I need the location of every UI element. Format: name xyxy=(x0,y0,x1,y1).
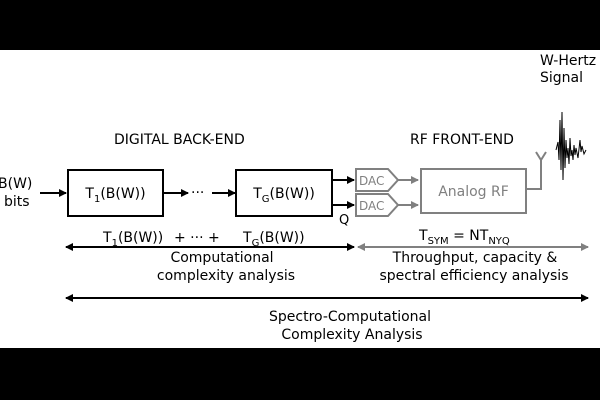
rf-frontend-heading: RF FRONT-END xyxy=(410,132,514,148)
dots-label: ··· xyxy=(191,185,204,201)
bottom-letterbox xyxy=(0,348,600,400)
signal-label-line1: W-Hertz xyxy=(540,53,596,69)
top-letterbox xyxy=(0,0,600,50)
signal-waveform xyxy=(555,111,587,181)
antenna-icon xyxy=(535,151,547,162)
spectro-label-line1: Spectro-Computational xyxy=(269,309,431,325)
computational-label-line2: complexity analysis xyxy=(157,268,295,284)
dac-lower-label: DAC xyxy=(359,199,384,213)
spectro-label-line2: Complexity Analysis xyxy=(281,327,422,343)
analog-rf-label: Analog RF xyxy=(438,184,509,200)
digital-backend-heading: DIGITAL BACK-END xyxy=(114,132,245,148)
t1-block-label: T1(B(W)) xyxy=(84,186,145,205)
input-label-line2: bits xyxy=(4,194,30,210)
throughput-label-line1: Throughput, capacity & xyxy=(392,250,558,266)
q-branch-label: Q xyxy=(339,213,349,228)
computational-label-line1: Computational xyxy=(170,250,273,266)
input-label-line1: B(W) xyxy=(0,176,32,192)
dac-lower xyxy=(355,193,400,217)
antenna-feed xyxy=(526,160,542,190)
tg-block xyxy=(235,169,333,217)
dac-upper-label: DAC xyxy=(359,174,384,188)
tg-block-label: TG(B(W)) xyxy=(252,186,315,205)
throughput-label-line2: spectral efficiency analysis xyxy=(380,268,569,284)
tsym-equation: TSYM = NTNYQ xyxy=(418,228,510,247)
analog-rf-block xyxy=(420,168,527,214)
dac-upper xyxy=(355,168,400,192)
signal-label-line2: Signal xyxy=(540,70,583,86)
equation-mid: + ··· + xyxy=(174,230,220,246)
